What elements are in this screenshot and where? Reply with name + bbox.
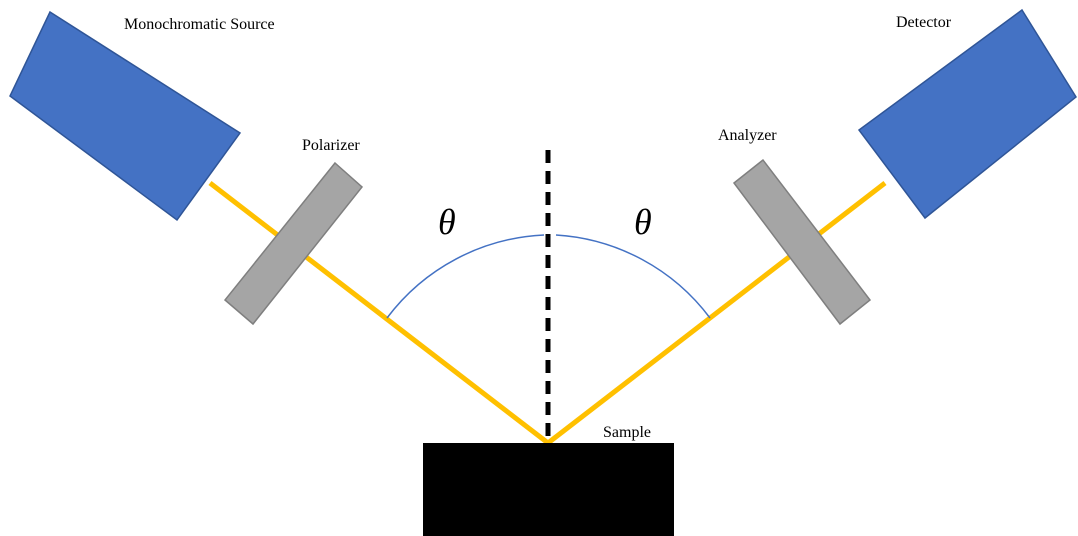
angle-arc-right bbox=[555, 234, 711, 319]
angle-theta-right-label: θ bbox=[634, 202, 652, 242]
sample-block bbox=[423, 443, 674, 536]
angle-theta-left-label: θ bbox=[438, 202, 456, 242]
monochromatic-source-box bbox=[9, 10, 242, 222]
reflected-beam bbox=[546, 181, 887, 445]
detector-label: Detector bbox=[896, 14, 952, 31]
sample-label: Sample bbox=[603, 424, 651, 441]
analyzer-label: Analyzer bbox=[718, 127, 777, 144]
detector-box bbox=[857, 8, 1077, 220]
polarizer-label: Polarizer bbox=[302, 137, 360, 154]
monochromatic-source-label: Monochromatic Source bbox=[124, 16, 275, 33]
analyzer-plate bbox=[732, 158, 872, 326]
incident-beam bbox=[208, 181, 550, 445]
angle-arc-left bbox=[386, 234, 545, 319]
polarizer-plate bbox=[223, 161, 364, 326]
